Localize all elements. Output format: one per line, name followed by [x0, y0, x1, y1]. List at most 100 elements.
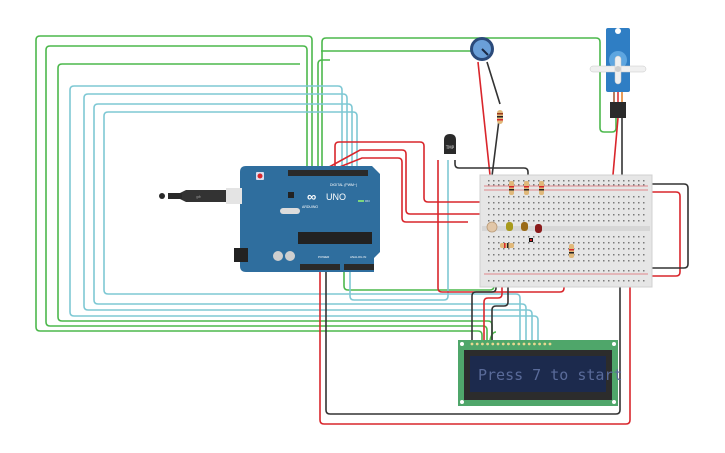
breadboard-hole [513, 270, 515, 272]
wire-black-gnd[interactable] [325, 262, 621, 415]
breadboard-hole [508, 180, 510, 182]
breadboard-hole [613, 254, 615, 256]
cyan-wire-group [69, 85, 539, 342]
wire-green-analog[interactable] [343, 250, 495, 291]
wire-green-1[interactable] [35, 35, 483, 342]
breadboard-hole [513, 196, 515, 198]
breadboard-hole [588, 214, 590, 216]
breadboard[interactable] [479, 174, 653, 288]
usb-port [226, 188, 242, 204]
breadboard-hole [638, 280, 640, 282]
breadboard-hole [578, 208, 580, 210]
temperature-sensor[interactable]: TMP [444, 134, 456, 154]
breadboard-hole [603, 196, 605, 198]
wire-black-lcd-1[interactable] [471, 276, 497, 342]
breadboard-hole [598, 254, 600, 256]
breadboard-hole [533, 260, 535, 262]
breadboard-hole [623, 220, 625, 222]
breadboard-hole [608, 248, 610, 250]
wire-red-2[interactable] [319, 149, 498, 215]
wire-green-2[interactable] [45, 45, 488, 342]
breadboard-hole [643, 208, 645, 210]
wire-cyan-1[interactable] [69, 85, 539, 342]
reset-button[interactable] [257, 173, 263, 179]
breadboard-hole [618, 280, 620, 282]
breadboard-hole [518, 280, 520, 282]
breadboard-hole [613, 248, 615, 250]
breadboard-hole [548, 254, 550, 256]
resistor-4[interactable] [500, 243, 514, 248]
wire-green-lcd[interactable] [489, 331, 497, 341]
led-orange[interactable] [521, 222, 528, 231]
servo[interactable] [589, 28, 647, 118]
lcd-text: Press 7 to start [478, 366, 623, 384]
lcd-mount-hole-tr [612, 342, 616, 346]
wire-black-tmp[interactable] [454, 160, 529, 178]
wire-red-3[interactable] [326, 157, 468, 223]
green-wire-group [35, 35, 617, 342]
lcd-pin [475, 342, 479, 346]
resistor-3[interactable] [539, 181, 544, 195]
wire-red-rail[interactable] [640, 191, 681, 277]
potentiometer-indicator [481, 48, 489, 56]
breadboard-hole [503, 254, 505, 256]
resistor-pot[interactable] [497, 110, 503, 124]
breadboard-hole [643, 260, 645, 262]
breadboard-hole [643, 236, 645, 238]
dc-power-jack[interactable] [234, 248, 248, 262]
breadboard-hole [508, 254, 510, 256]
digital-header [288, 170, 368, 176]
wire-cyan-3[interactable] [93, 103, 527, 342]
breadboard-channel [482, 226, 650, 231]
resistor-2[interactable] [524, 181, 529, 195]
breadboard-hole [618, 260, 620, 262]
breadboard-hole [508, 270, 510, 272]
lcd-pin [527, 342, 531, 346]
resistor-5[interactable] [569, 244, 574, 258]
wire-red-1[interactable] [334, 141, 490, 203]
on-led [358, 200, 364, 202]
wire-cyan-analog[interactable] [349, 160, 449, 301]
breadboard-hole [623, 260, 625, 262]
breadboard-hole [553, 184, 555, 186]
wire-black-rail[interactable] [640, 183, 689, 269]
breadboard-hole [633, 280, 635, 282]
breadboard-hole [498, 260, 500, 262]
wire-green-4[interactable] [321, 37, 617, 170]
wire-red-pot[interactable] [477, 61, 491, 176]
breadboard-hole [588, 236, 590, 238]
wire-cyan-4[interactable] [103, 111, 521, 342]
wire-cyan-2[interactable] [83, 93, 533, 342]
breadboard-hole [598, 270, 600, 272]
breadboard-hole [488, 242, 490, 244]
analog-header [344, 264, 374, 270]
breadboard-hole [493, 260, 495, 262]
breadboard-hole [573, 202, 575, 204]
breadboard-hole [513, 236, 515, 238]
photoresistor[interactable] [486, 221, 498, 233]
breadboard-hole [518, 196, 520, 198]
lcd-display[interactable]: Press 7 to start [458, 340, 623, 406]
wire-black-lcd-2[interactable] [491, 276, 509, 342]
led-yellow[interactable] [506, 222, 513, 231]
breadboard-hole [553, 280, 555, 282]
resistor-1[interactable] [509, 181, 514, 195]
breadboard-hole [488, 196, 490, 198]
breadboard-hole [563, 270, 565, 272]
usb-cable-strain [168, 193, 182, 199]
wire-red-lcd[interactable] [483, 276, 503, 342]
breadboard-hole [488, 214, 490, 216]
breadboard-hole [568, 220, 570, 222]
breadboard-hole [603, 236, 605, 238]
breadboard-hole [638, 236, 640, 238]
breadboard-hole [628, 196, 630, 198]
breadboard-hole [618, 270, 620, 272]
led-red[interactable] [535, 224, 542, 233]
wire-red-power[interactable] [319, 262, 631, 425]
arduino-uno[interactable]: ∞ UNO ARDUINO DIGITAL (PWM~) POWER ANALO… [234, 166, 380, 272]
breadboard-hole [638, 184, 640, 186]
breadboard-hole [643, 242, 645, 244]
usb-cable[interactable]: ⇌ [159, 188, 242, 204]
potentiometer[interactable] [470, 37, 494, 61]
